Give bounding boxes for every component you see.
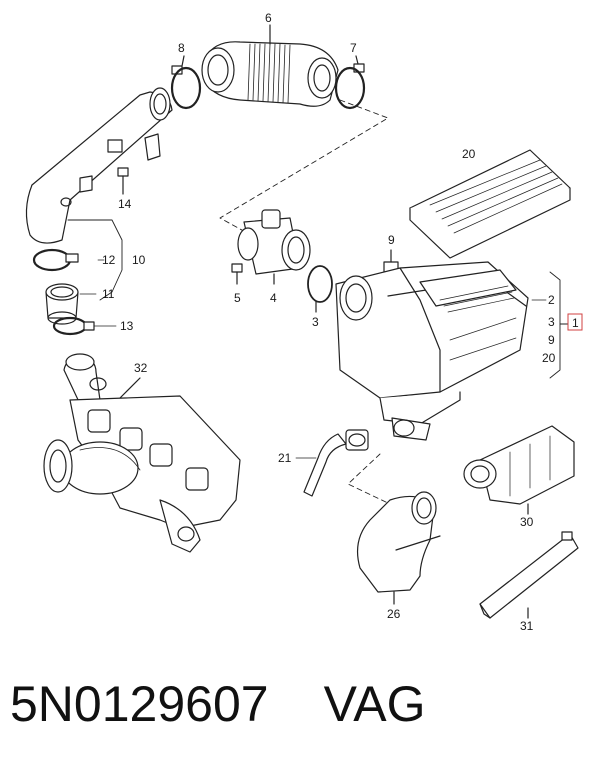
callout-1-box bbox=[567, 313, 583, 331]
callout-4: 4 bbox=[270, 291, 277, 305]
part-number-caption: 5N0129607 VAG bbox=[10, 676, 425, 732]
o-ring-part-3 bbox=[307, 265, 333, 313]
callout-13: 13 bbox=[120, 319, 134, 333]
hose-clamp-part-7 bbox=[334, 55, 366, 110]
callout-30: 30 bbox=[520, 515, 534, 529]
callout-9-bolt: 9 bbox=[388, 233, 395, 247]
hose-sleeve-part-11 bbox=[45, 283, 79, 325]
intake-duct bbox=[391, 417, 431, 441]
cover-strip-part-31 bbox=[479, 531, 579, 619]
callout-31: 31 bbox=[520, 619, 534, 633]
part-number: 5N0129607 bbox=[10, 676, 269, 732]
callout-11: 11 bbox=[102, 287, 115, 301]
callout-1: 1 bbox=[572, 316, 579, 330]
callout-3-group: 3 bbox=[548, 315, 555, 329]
air-guide-part-30 bbox=[463, 425, 575, 515]
callout-5: 5 bbox=[234, 291, 241, 305]
callout-32: 32 bbox=[134, 361, 148, 375]
callout-21: 21 bbox=[278, 451, 292, 465]
callout-2: 2 bbox=[548, 293, 555, 307]
callout-14: 14 bbox=[118, 197, 132, 211]
exploded-parts-diagram: 6 8 7 20 14 9 12 10 11 5 4 2 3 3 13 9 20… bbox=[25, 11, 583, 633]
turbocharger-part-32 bbox=[43, 353, 241, 553]
charge-air-pipe bbox=[25, 87, 173, 244]
filter-element-part-20 bbox=[409, 149, 571, 259]
air-filter-housing-part-1 bbox=[335, 261, 529, 425]
brand-name: VAG bbox=[323, 676, 426, 732]
callout-10: 10 bbox=[132, 253, 146, 267]
hose-clamp-part-8 bbox=[170, 55, 202, 110]
callout-3-ring: 3 bbox=[312, 315, 319, 329]
callout-7: 7 bbox=[350, 41, 357, 55]
screw-part-14 bbox=[117, 167, 129, 195]
corrugated-hose-part-6 bbox=[201, 24, 339, 107]
screw-part-5 bbox=[231, 263, 243, 285]
callout-8: 8 bbox=[178, 41, 185, 55]
callout-12: 12 bbox=[102, 253, 116, 267]
air-flow-sensor-part-4 bbox=[237, 209, 311, 285]
callout-6: 6 bbox=[265, 11, 272, 25]
intake-hose-part-26 bbox=[357, 491, 441, 605]
breather-hose-part-21 bbox=[303, 429, 369, 497]
callout-9-group: 9 bbox=[548, 333, 555, 347]
clamp-part-12 bbox=[32, 248, 79, 272]
callout-20-group: 20 bbox=[542, 351, 556, 365]
callout-26: 26 bbox=[387, 607, 401, 621]
callout-20-top: 20 bbox=[462, 147, 476, 161]
